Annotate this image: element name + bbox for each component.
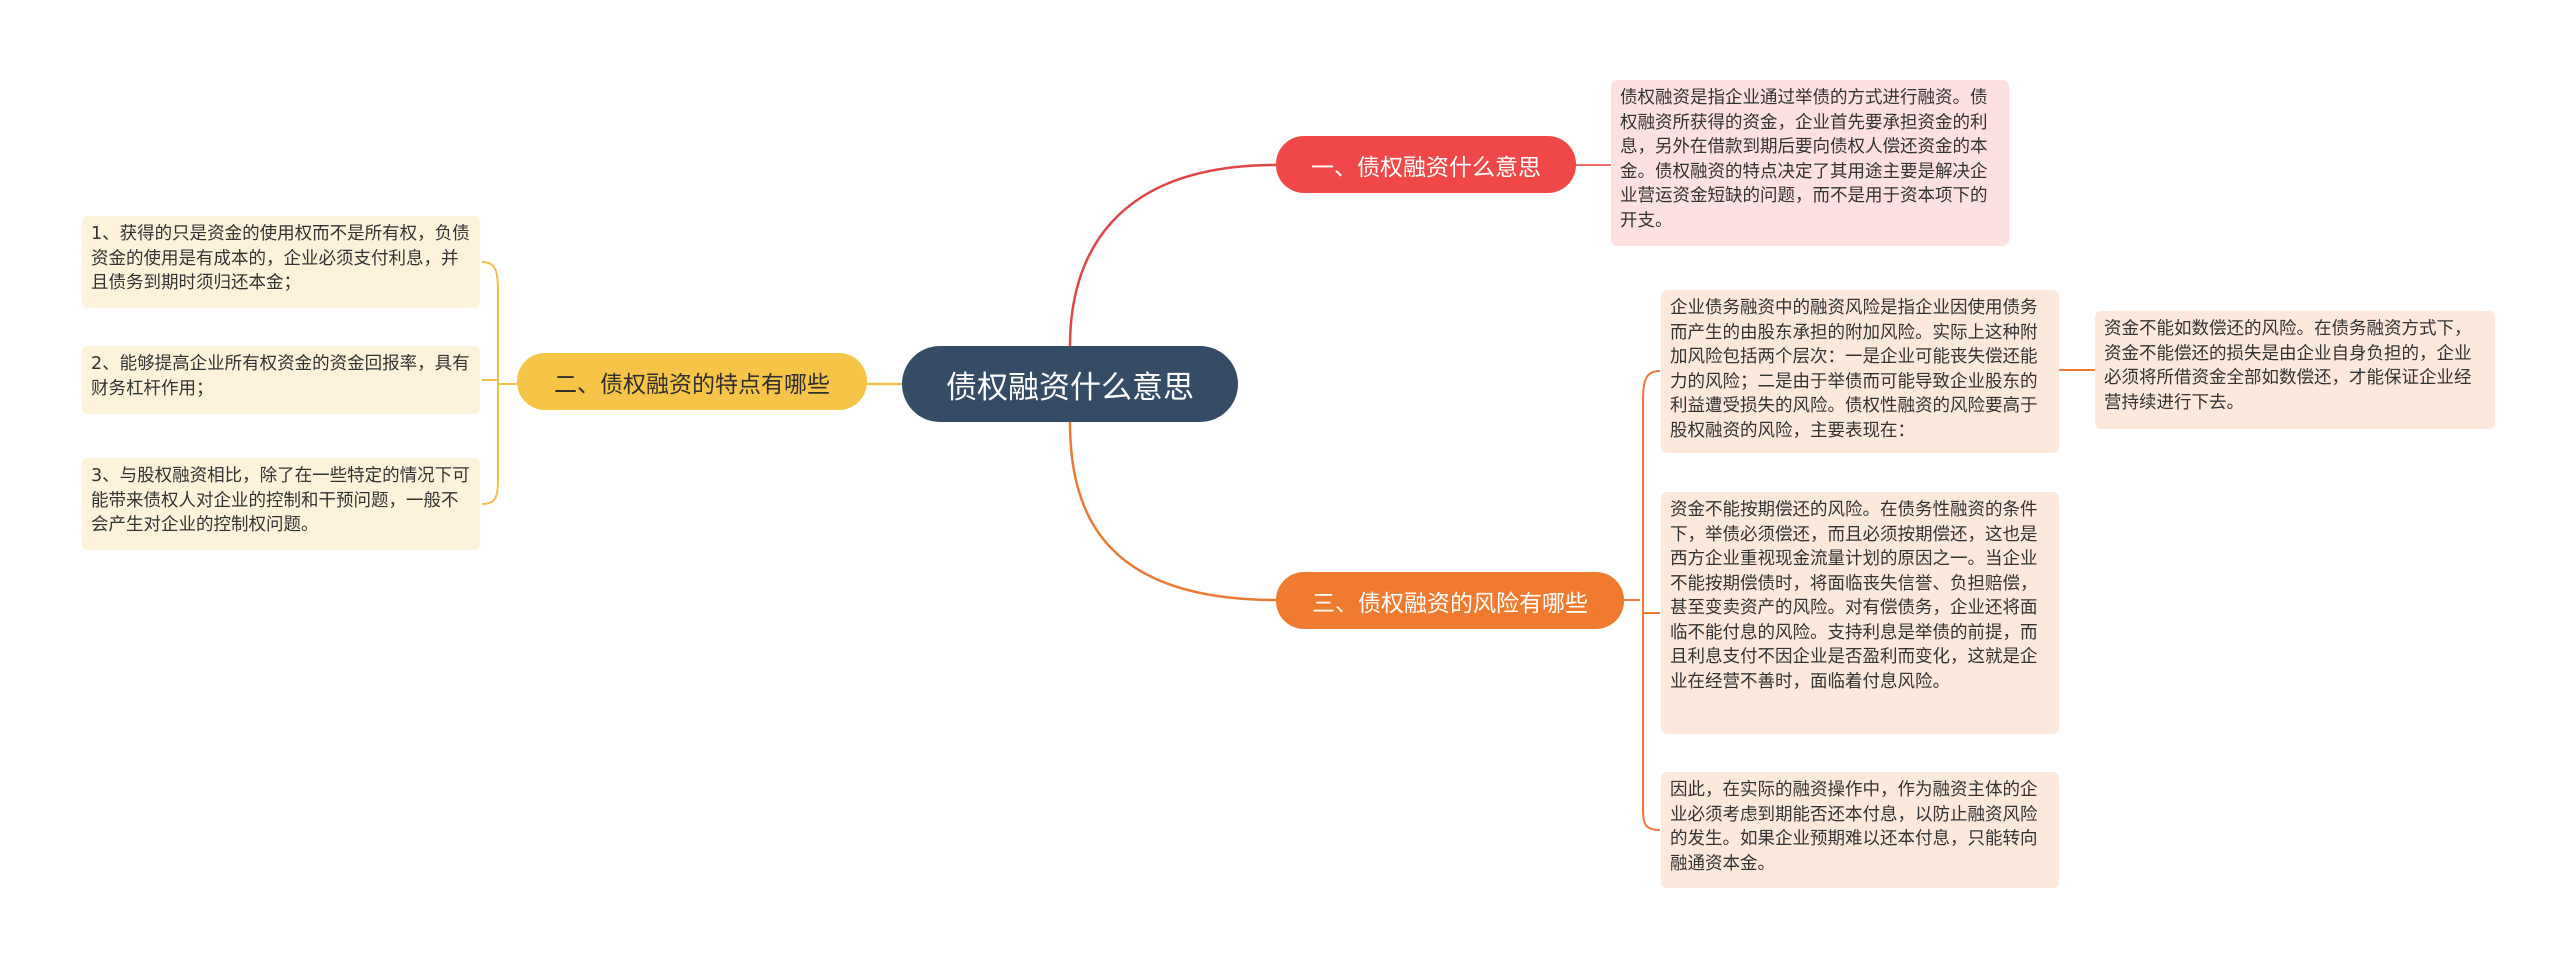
subtopic-text: 1、获得的只是资金的使用权而不是所有权，负债资金的使用是有成本的，企业必须支付利… bbox=[91, 224, 470, 293]
connector-root-branch-3 bbox=[1068, 421, 1277, 602]
subtopic-risk-repayment-amount[interactable]: 资金不能如数偿还的风险。在债务融资方式下，资金不能偿还的损失是由企业自身负担的，… bbox=[2095, 311, 2495, 429]
subtopic-text: 因此，在实际的融资操作中，作为融资主体的企业必须考虑到期能否还本付息，以防止融资… bbox=[1670, 780, 2038, 874]
subtopic-risk-repayment-time[interactable]: 资金不能按期偿还的风险。在债务性融资的条件下，举债必须偿还，而且必须按期偿还，这… bbox=[1661, 492, 2059, 734]
branch-topic-3-label: 三、债权融资的风险有哪些 bbox=[1312, 590, 1588, 617]
subtopic-feature-2[interactable]: 2、能够提高企业所有权资金的资金回报率，具有财务杠杆作用； bbox=[82, 346, 480, 414]
subtopic-text: 2、能够提高企业所有权资金的资金回报率，具有财务杠杆作用； bbox=[91, 354, 470, 399]
subtopic-text: 债权融资是指企业通过举债的方式进行融资。债权融资所获得的资金，企业首先要承担资金… bbox=[1620, 88, 1988, 231]
subtopic-risk-overview[interactable]: 企业债务融资中的融资风险是指企业因使用债务而产生的由股东承担的附加风险。实际上这… bbox=[1661, 290, 2059, 453]
subtopic-text: 资金不能按期偿还的风险。在债务性融资的条件下，举债必须偿还，而且必须按期偿还，这… bbox=[1670, 500, 2038, 692]
subtopic-risk-conclusion[interactable]: 因此，在实际的融资操作中，作为融资主体的企业必须考虑到期能否还本付息，以防止融资… bbox=[1661, 772, 2059, 888]
connector-root-branch-1 bbox=[1068, 163, 1277, 347]
root-topic[interactable]: 债权融资什么意思 bbox=[902, 346, 1238, 422]
connector-branch-2-leaves bbox=[481, 261, 517, 505]
branch-topic-1-label: 一、债权融资什么意思 bbox=[1311, 154, 1541, 181]
subtopic-feature-1[interactable]: 1、获得的只是资金的使用权而不是所有权，负债资金的使用是有成本的，企业必须支付利… bbox=[82, 216, 480, 308]
connector-branch-3-leaves bbox=[1624, 370, 1661, 831]
branch-topic-1[interactable]: 一、债权融资什么意思 bbox=[1276, 136, 1576, 193]
branch-topic-3[interactable]: 三、债权融资的风险有哪些 bbox=[1276, 572, 1624, 629]
root-topic-label: 债权融资什么意思 bbox=[946, 369, 1194, 406]
subtopic-feature-3[interactable]: 3、与股权融资相比，除了在一些特定的情况下可能带来债权人对企业的控制和干预问题，… bbox=[82, 458, 480, 550]
subtopic-definition[interactable]: 债权融资是指企业通过举债的方式进行融资。债权融资所获得的资金，企业首先要承担资金… bbox=[1611, 80, 2009, 246]
subtopic-text: 3、与股权融资相比，除了在一些特定的情况下可能带来债权人对企业的控制和干预问题，… bbox=[91, 466, 470, 535]
branch-topic-2-label: 二、债权融资的特点有哪些 bbox=[554, 371, 830, 398]
branch-topic-2[interactable]: 二、债权融资的特点有哪些 bbox=[517, 353, 867, 410]
subtopic-text: 企业债务融资中的融资风险是指企业因使用债务而产生的由股东承担的附加风险。实际上这… bbox=[1670, 298, 2038, 441]
subtopic-text: 资金不能如数偿还的风险。在债务融资方式下，资金不能偿还的损失是由企业自身负担的，… bbox=[2104, 319, 2472, 413]
